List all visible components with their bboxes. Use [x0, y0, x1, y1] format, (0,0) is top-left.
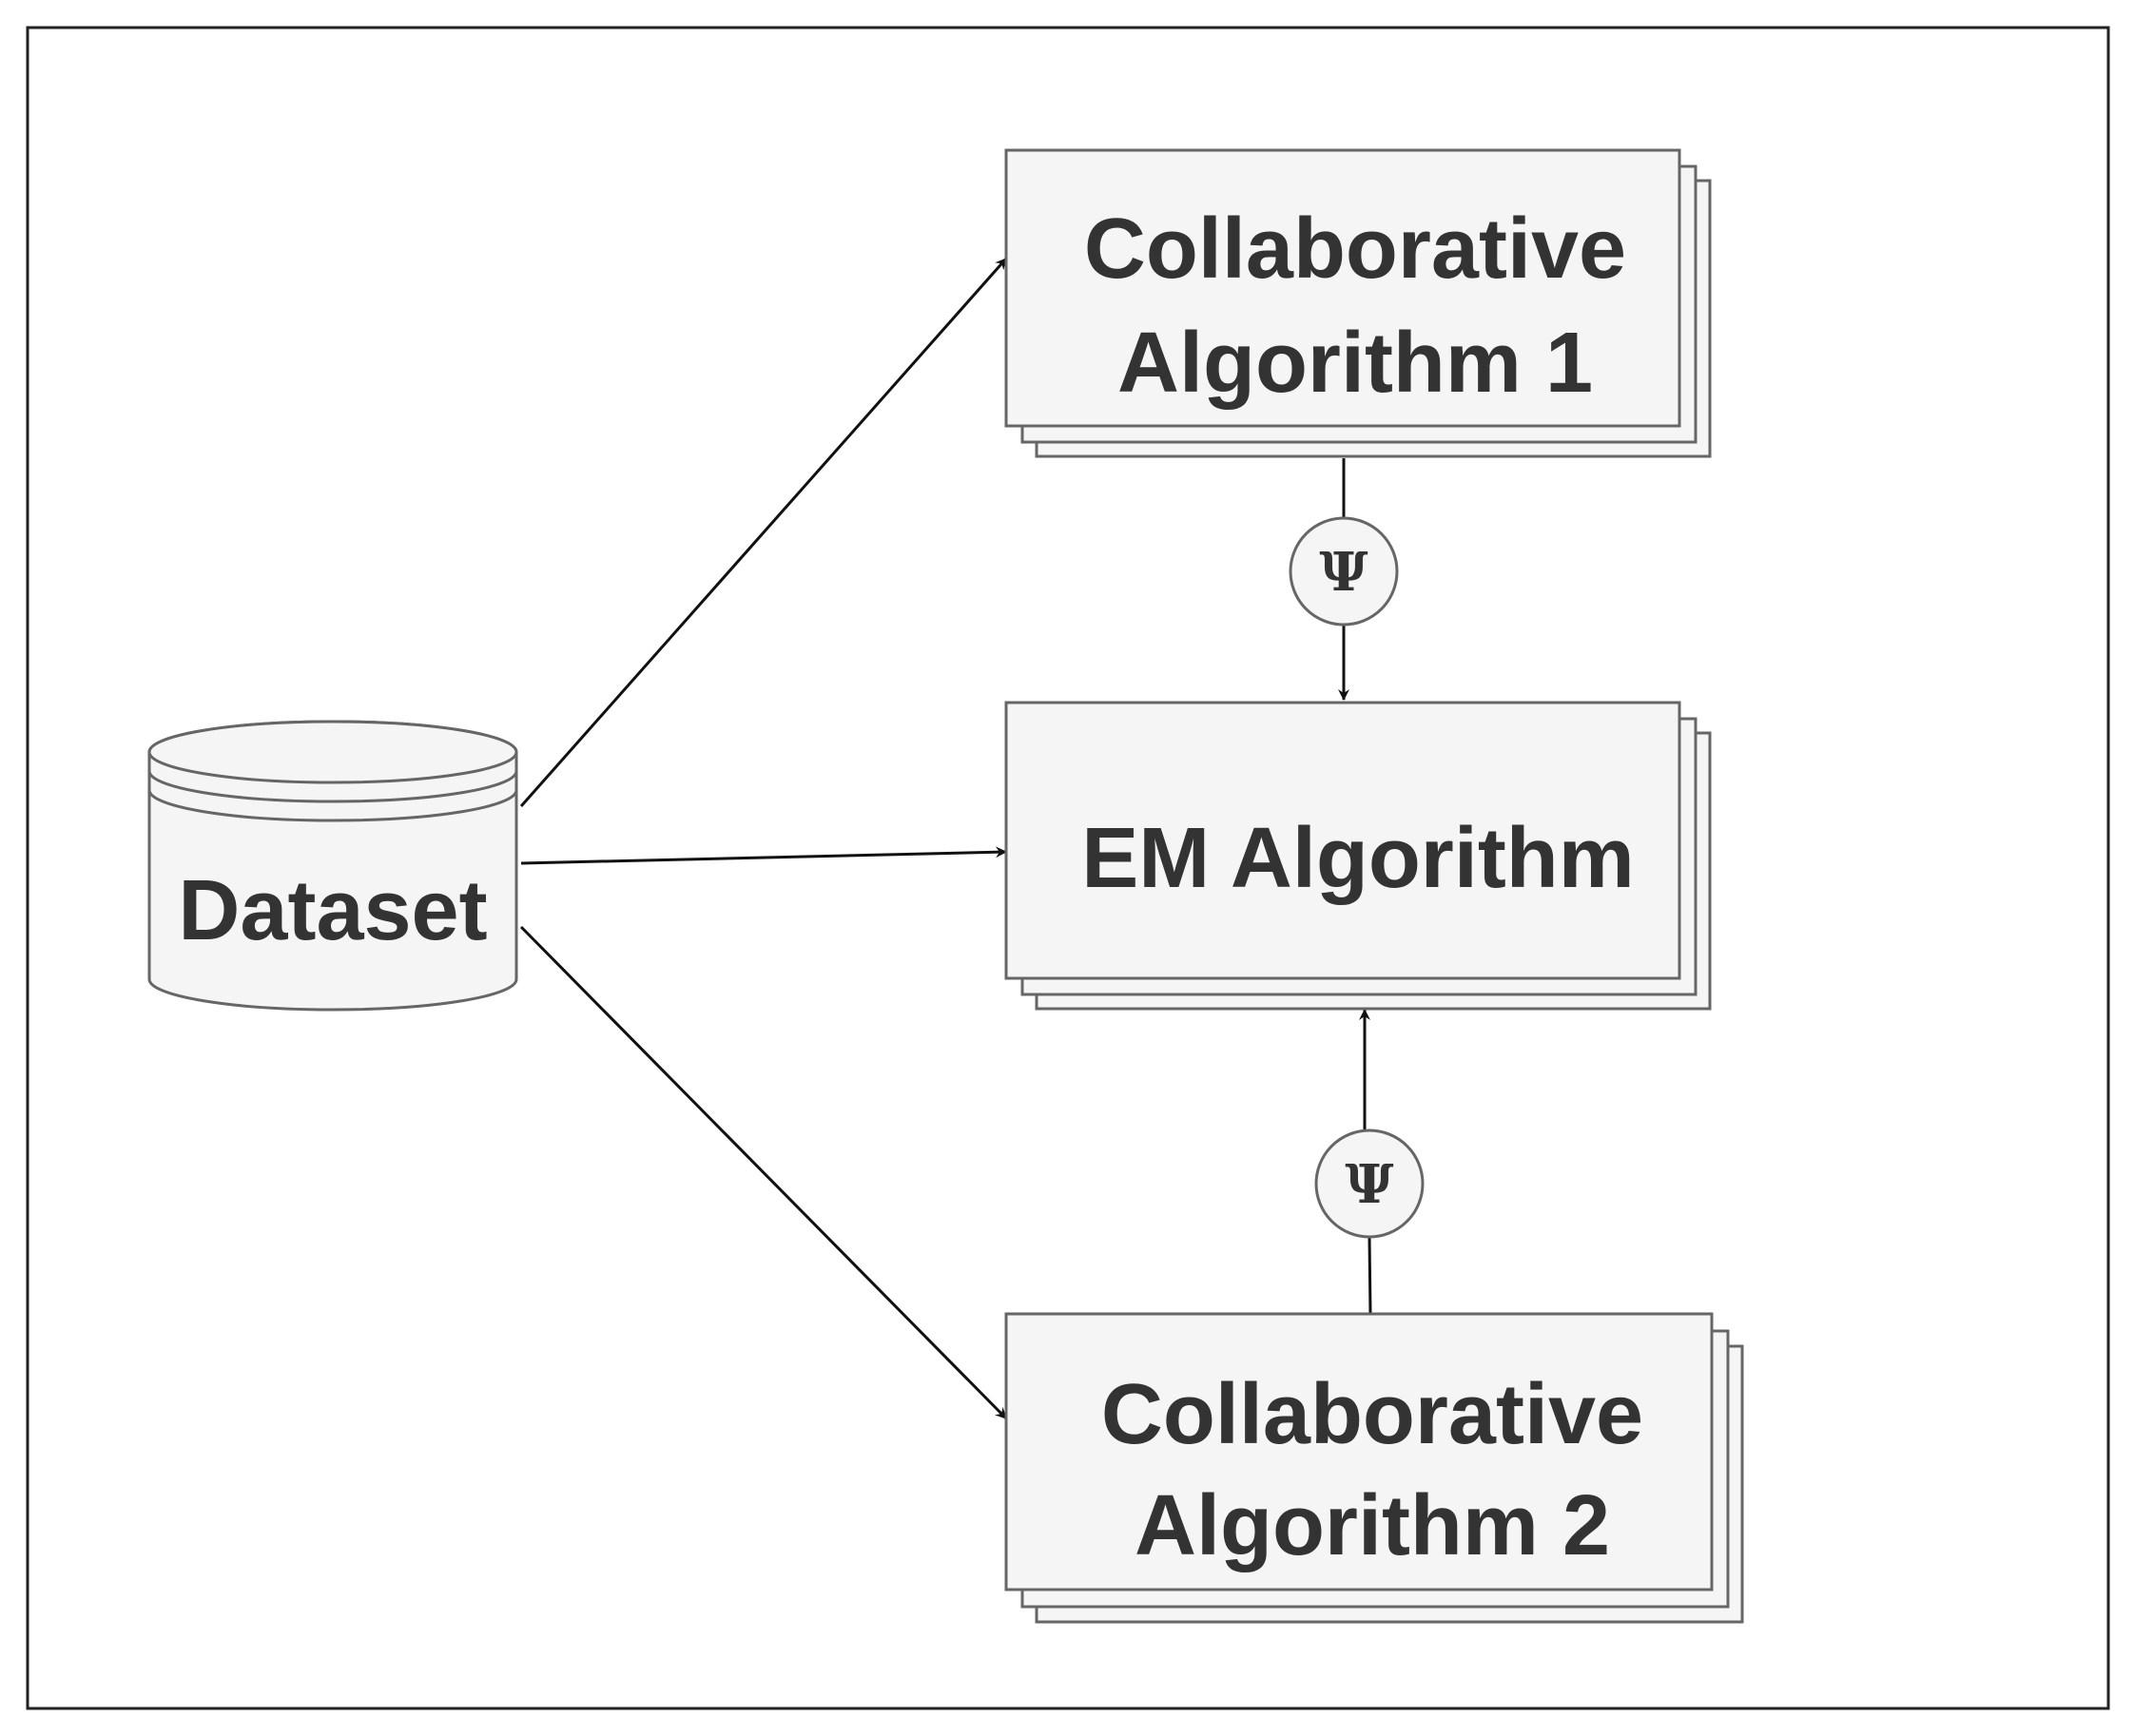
collab2-label-line1: Collaborative: [1101, 1367, 1643, 1462]
edge-dataset-to-collab2: [519, 925, 1008, 1420]
edge-collab2-to-psi-bottom: [1368, 1237, 1372, 1315]
psi-bottom-label: Ψ: [1345, 1153, 1393, 1216]
collab-algorithm-1-node: Collaborative Algorithm 1: [1004, 148, 1712, 458]
collab1-box: [1004, 148, 1681, 428]
dataset-cylinder-ring-1: [147, 770, 518, 803]
collab2-box: [1004, 1312, 1714, 1591]
em-algorithm-node: EM Algorithm: [1004, 701, 1712, 1011]
psi-bottom-circle: [1314, 1128, 1425, 1239]
dataset-label: Dataset: [178, 863, 487, 958]
dataset-cylinder-top: [147, 720, 518, 784]
psi-node-top: Ψ: [1289, 516, 1399, 627]
collab-algorithm-2-node: Collaborative Algorithm 2: [1004, 1312, 1744, 1624]
em-box: [1004, 701, 1681, 980]
collab2-label-line2: Algorithm 2: [1135, 1478, 1610, 1573]
em-label: EM Algorithm: [1081, 811, 1635, 906]
psi-top-label: Ψ: [1319, 541, 1368, 604]
psi-top-circle: [1289, 516, 1399, 627]
dataset-cylinder-ring-2: [147, 789, 518, 822]
edge-dataset-to-em: [520, 846, 1007, 865]
collab1-label-line1: Collaborative: [1084, 202, 1626, 297]
psi-node-bottom: Ψ: [1314, 1128, 1425, 1239]
dataset-node: Dataset: [147, 720, 518, 1012]
collab1-label-line2: Algorithm 1: [1117, 316, 1593, 411]
edge-dataset-to-collab1: [519, 258, 1008, 807]
